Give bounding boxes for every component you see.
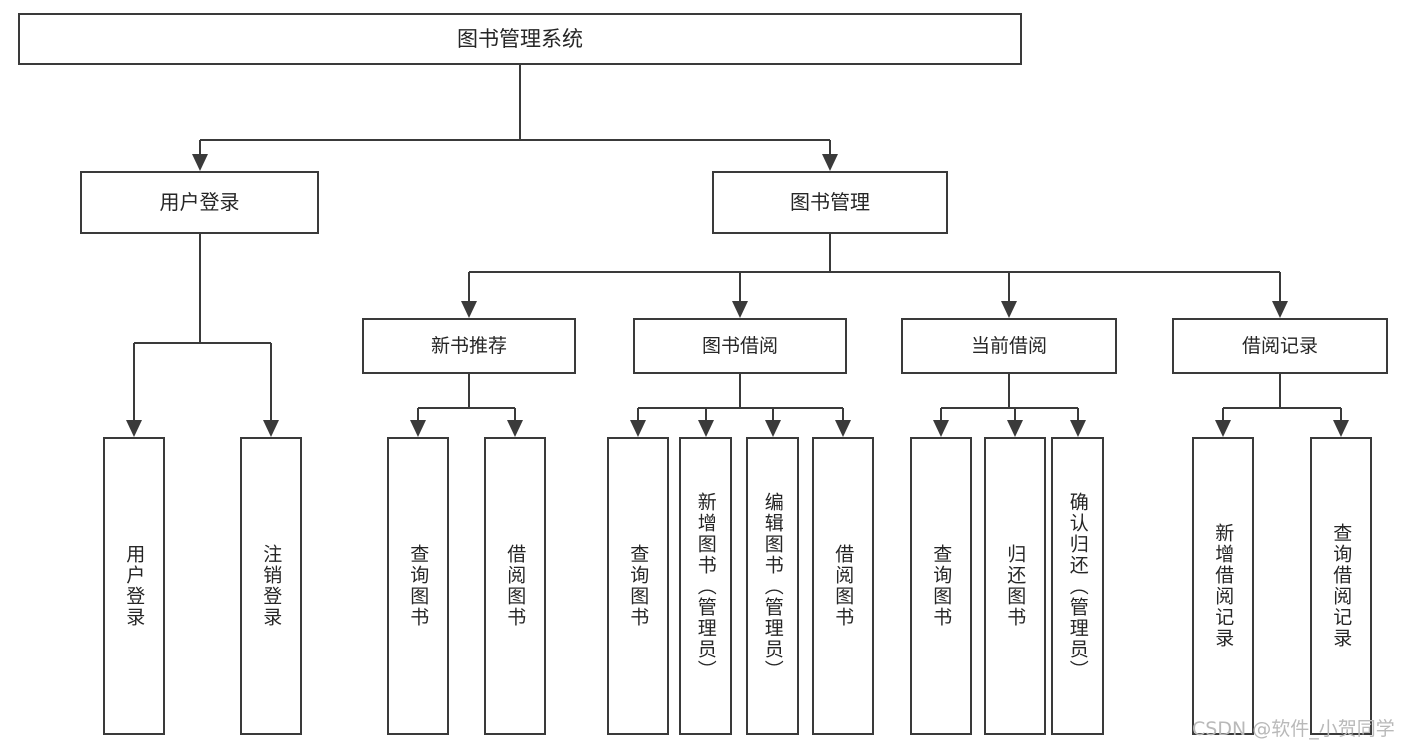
- connector-bus: [199, 139, 830, 141]
- connector-drop: [1076, 408, 1079, 420]
- node-label: 查询图书: [930, 544, 953, 628]
- connector-drop: [842, 408, 844, 420]
- node-label: 图书借阅: [701, 334, 778, 357]
- leaf-node-leaf-add-book[interactable]: 新增图书（管理员）: [679, 437, 732, 735]
- leaf-node-leaf-borrow-book-2[interactable]: 借阅图书: [812, 437, 874, 735]
- node-label: 新书推荐: [430, 334, 507, 357]
- connector-drop: [940, 408, 942, 420]
- arrowhead-icon: [1007, 420, 1023, 437]
- node-borrow-record[interactable]: 借阅记录: [1172, 318, 1388, 374]
- connector-drop: [270, 343, 272, 420]
- node-label: 查询图书: [627, 544, 650, 628]
- connector-bus: [1223, 407, 1341, 409]
- arrowhead-icon: [461, 301, 477, 318]
- node-user-login[interactable]: 用户登录: [80, 171, 319, 234]
- watermark-text: CSDN @软件_小贺同学: [1192, 718, 1395, 740]
- node-label: 图书管理系统: [457, 26, 583, 51]
- connector-drop: [1222, 408, 1224, 420]
- connector-drop: [1279, 272, 1281, 301]
- arrowhead-icon: [630, 420, 646, 437]
- connector-drop: [829, 140, 831, 154]
- root-node-book-management-system[interactable]: 图书管理系统: [18, 13, 1022, 65]
- arrowhead-icon: [507, 420, 523, 437]
- node-book-borrow[interactable]: 图书借阅: [633, 318, 847, 374]
- node-label: 查询图书: [407, 544, 430, 628]
- connector-bus: [469, 271, 1280, 273]
- connector-drop: [739, 272, 741, 301]
- connector-stem: [468, 374, 470, 408]
- connector-drop: [417, 408, 419, 420]
- connector-drop: [771, 408, 774, 420]
- arrowhead-icon: [1001, 301, 1017, 318]
- arrowhead-icon: [1069, 420, 1086, 437]
- arrowhead-icon: [1333, 420, 1349, 437]
- node-label: 新增借阅记录: [1212, 523, 1235, 649]
- arrowhead-icon: [410, 420, 426, 437]
- node-label: 新增图书（管理员）: [694, 491, 717, 681]
- leaf-node-leaf-confirm-return[interactable]: 确认归还（管理员）: [1051, 437, 1104, 735]
- node-new-book-recommend[interactable]: 新书推荐: [362, 318, 576, 374]
- connector-drop: [637, 408, 639, 420]
- leaf-node-leaf-edit-book[interactable]: 编辑图书（管理员）: [746, 437, 799, 735]
- arrowhead-icon: [1215, 420, 1231, 437]
- node-book-manage[interactable]: 图书管理: [712, 171, 948, 234]
- node-label: 借阅记录: [1241, 334, 1318, 357]
- connector-drop: [468, 272, 470, 301]
- leaf-node-leaf-user-login[interactable]: 用户登录: [103, 437, 165, 735]
- node-label: 编辑图书（管理员）: [761, 491, 784, 681]
- leaf-node-leaf-add-record[interactable]: 新增借阅记录: [1192, 437, 1254, 735]
- leaf-node-leaf-query-book-1[interactable]: 查询图书: [387, 437, 449, 735]
- arrowhead-icon: [822, 154, 838, 171]
- node-label: 借阅图书: [832, 544, 855, 628]
- connector-drop: [514, 408, 516, 420]
- connector-stem: [739, 374, 741, 408]
- node-label: 注销登录: [260, 544, 283, 628]
- node-label: 用户登录: [159, 189, 240, 214]
- node-label: 借阅图书: [504, 544, 527, 628]
- arrowhead-icon: [1272, 301, 1288, 318]
- arrowhead-icon: [126, 420, 142, 437]
- node-label: 图书管理: [790, 189, 870, 214]
- leaf-node-leaf-logout[interactable]: 注销登录: [240, 437, 302, 735]
- arrowhead-icon: [263, 420, 279, 437]
- arrowhead-icon: [191, 154, 208, 171]
- connector-drop: [1008, 272, 1010, 301]
- connector-drop: [704, 408, 707, 420]
- connector-drop: [198, 140, 201, 154]
- leaf-node-leaf-query-book-3[interactable]: 查询图书: [910, 437, 972, 735]
- node-label: 当前借阅: [970, 334, 1047, 357]
- connector-bus: [638, 407, 843, 409]
- connector-bus: [134, 342, 271, 344]
- node-label: 用户登录: [123, 544, 146, 628]
- node-label: 查询借阅记录: [1330, 523, 1353, 649]
- node-label: 归还图书: [1004, 544, 1027, 628]
- connector-bus: [941, 407, 1078, 409]
- leaf-node-leaf-borrow-book-1[interactable]: 借阅图书: [484, 437, 546, 735]
- connector-stem: [1008, 374, 1010, 408]
- connector-stem: [519, 65, 521, 140]
- leaf-node-leaf-query-book-2[interactable]: 查询图书: [607, 437, 669, 735]
- connector-drop: [133, 343, 135, 420]
- connector-drop: [1014, 408, 1016, 420]
- connector-stem: [1279, 374, 1281, 408]
- connector-drop: [1340, 408, 1342, 420]
- leaf-node-leaf-query-record[interactable]: 查询借阅记录: [1310, 437, 1372, 735]
- node-label: 确认归还（管理员）: [1066, 491, 1089, 681]
- connector-stem: [198, 234, 201, 343]
- arrowhead-icon: [697, 420, 714, 437]
- connector-stem: [829, 234, 831, 272]
- arrowhead-icon: [835, 420, 851, 437]
- leaf-node-leaf-return-book[interactable]: 归还图书: [984, 437, 1046, 735]
- arrowhead-icon: [732, 301, 748, 318]
- connector-bus: [418, 407, 515, 409]
- node-current-borrow[interactable]: 当前借阅: [901, 318, 1117, 374]
- arrowhead-icon: [933, 420, 949, 437]
- arrowhead-icon: [764, 420, 781, 437]
